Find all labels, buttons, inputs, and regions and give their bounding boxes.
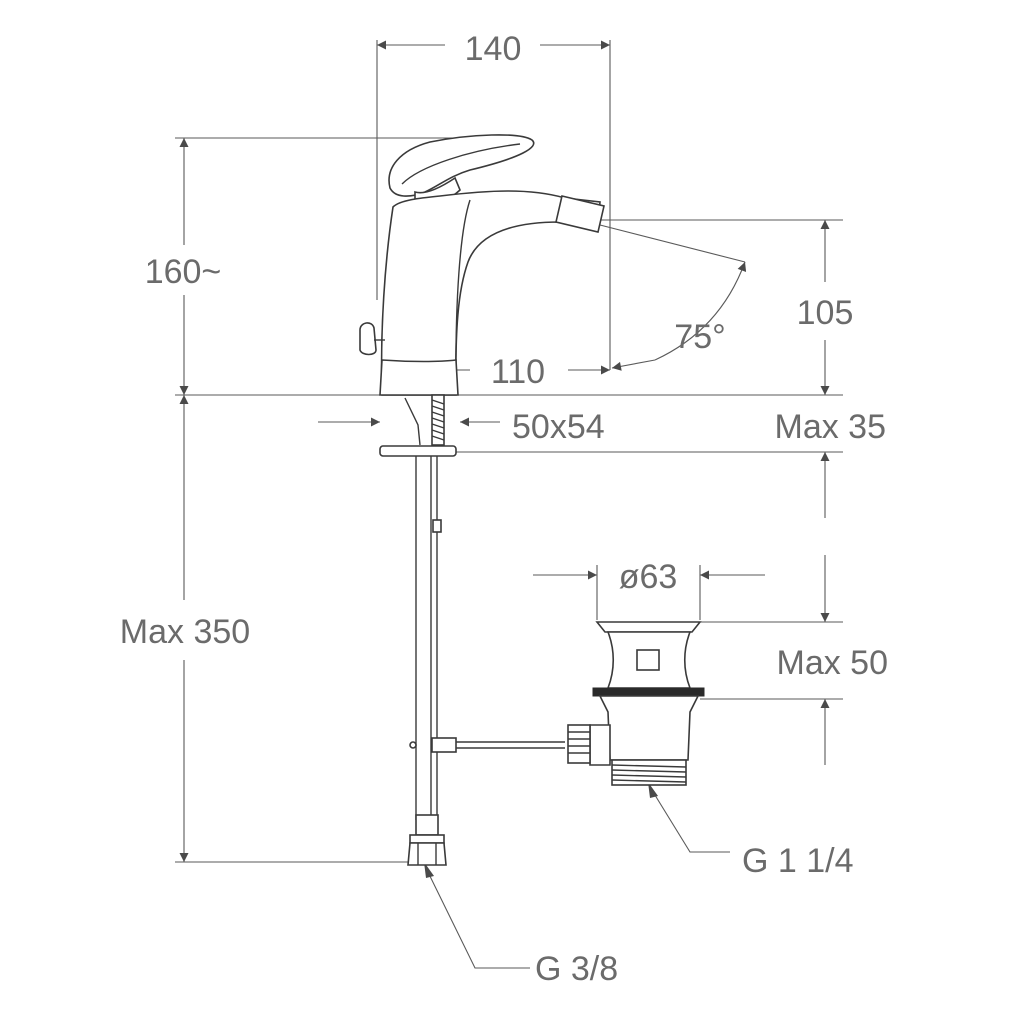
dim-hose-max-350: Max 350 xyxy=(120,613,250,651)
dim-hole-50x54: 50x54 xyxy=(512,408,605,446)
under-deck-assembly xyxy=(379,394,565,866)
dim-spout-height-105: 105 xyxy=(797,294,854,332)
tap-body xyxy=(380,190,601,396)
extension-lines xyxy=(175,40,843,863)
dim-width-140: 140 xyxy=(465,30,522,68)
spout-nozzle xyxy=(555,195,605,233)
leader-lines xyxy=(424,786,730,969)
dim-supply-thread: G 3/8 xyxy=(535,950,618,988)
popup-knob xyxy=(359,322,377,356)
dim-deck-max-35: Max 35 xyxy=(775,408,887,446)
lever-handle xyxy=(388,134,535,197)
leader-arrow-waste xyxy=(648,782,658,798)
dim-reach-110: 110 xyxy=(491,353,545,391)
faucet-body xyxy=(359,134,605,396)
dim-waste-max-50: Max 50 xyxy=(777,644,889,682)
dim-spout-angle-75: 75° xyxy=(674,318,725,356)
leader-arrow-supply xyxy=(424,862,434,878)
dim-waste-thread: G 1 1/4 xyxy=(742,842,854,880)
waste-assembly xyxy=(567,621,705,786)
dim-height-160: 160~ xyxy=(145,253,222,291)
dimension-lines xyxy=(179,40,830,862)
dim-waste-diameter: ø63 xyxy=(619,558,678,596)
